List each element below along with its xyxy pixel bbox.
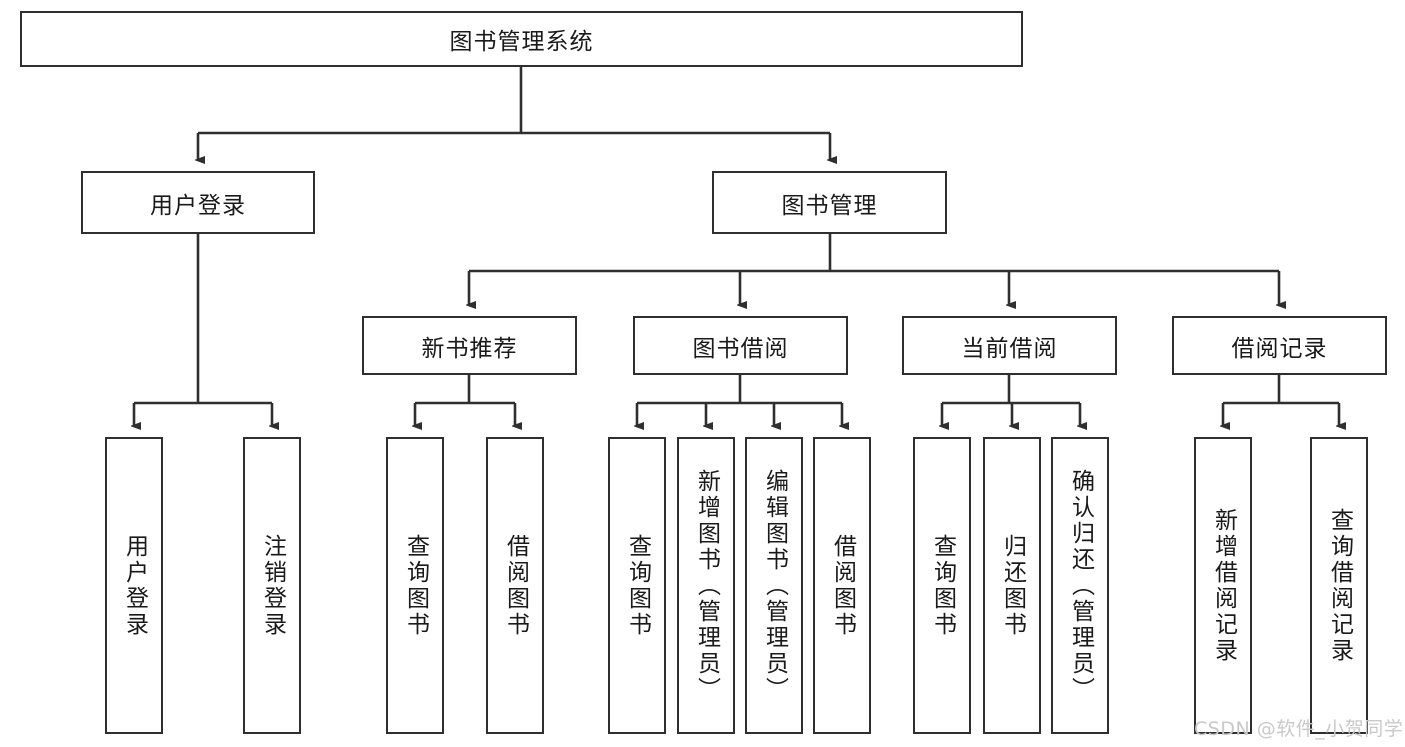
node-leaf-confirm-return-admin-label: 确认归还（管理员）	[1067, 468, 1094, 703]
node-leaf-user-login-label: 用户登录	[121, 533, 148, 638]
node-leaf-query-book-rec-label: 查询图书	[402, 533, 429, 638]
node-book-manage[interactable]: 图书管理	[712, 171, 947, 234]
node-book-manage-label: 图书管理	[781, 192, 878, 219]
node-leaf-query-book-rec[interactable]: 查询图书	[386, 437, 444, 734]
node-leaf-add-borrow-record-label: 新增借阅记录	[1210, 507, 1237, 664]
node-leaf-add-book-admin[interactable]: 新增图书（管理员）	[677, 437, 735, 734]
node-book-borrow-label: 图书借阅	[692, 335, 789, 362]
node-leaf-add-borrow-record[interactable]: 新增借阅记录	[1194, 437, 1252, 734]
node-leaf-borrow-book[interactable]: 借阅图书	[813, 437, 871, 734]
node-leaf-return-book-label: 归还图书	[999, 533, 1026, 638]
node-root[interactable]: 图书管理系统	[20, 11, 1023, 67]
node-user-login-label: 用户登录	[150, 192, 246, 219]
node-borrow-record[interactable]: 借阅记录	[1172, 316, 1387, 375]
node-book-borrow[interactable]: 图书借阅	[633, 316, 848, 375]
node-leaf-user-logout[interactable]: 注销登录	[243, 437, 301, 734]
node-current-borrow-label: 当前借阅	[961, 335, 1058, 362]
node-leaf-add-book-admin-label: 新增图书（管理员）	[693, 468, 720, 703]
node-new-book-recommend-label: 新书推荐	[421, 335, 518, 362]
node-leaf-borrow-book-label: 借阅图书	[829, 533, 856, 638]
node-leaf-borrow-book-rec-label: 借阅图书	[502, 533, 529, 638]
node-leaf-edit-book-admin[interactable]: 编辑图书（管理员）	[745, 437, 803, 734]
node-root-label: 图书管理系统	[449, 29, 594, 55]
csdn-watermark: CSDN @软件_小贺同学	[1194, 718, 1404, 740]
node-leaf-query-book-borrow[interactable]: 查询图书	[608, 437, 666, 734]
node-leaf-confirm-return-admin[interactable]: 确认归还（管理员）	[1051, 437, 1109, 734]
node-leaf-return-book[interactable]: 归还图书	[983, 437, 1041, 734]
node-leaf-edit-book-admin-label: 编辑图书（管理员）	[761, 468, 788, 703]
node-leaf-user-login[interactable]: 用户登录	[105, 437, 163, 734]
node-leaf-borrow-book-rec[interactable]: 借阅图书	[486, 437, 544, 734]
node-leaf-query-book-cur-label: 查询图书	[929, 533, 956, 638]
node-leaf-query-borrow-record-label: 查询借阅记录	[1326, 507, 1353, 664]
node-leaf-query-book-cur[interactable]: 查询图书	[913, 437, 971, 734]
node-new-book-recommend[interactable]: 新书推荐	[362, 316, 577, 375]
node-leaf-user-logout-label: 注销登录	[259, 533, 286, 638]
node-user-login[interactable]: 用户登录	[81, 171, 315, 234]
node-leaf-query-borrow-record[interactable]: 查询借阅记录	[1310, 437, 1368, 734]
node-borrow-record-label: 借阅记录	[1231, 335, 1328, 362]
node-leaf-query-book-borrow-label: 查询图书	[624, 533, 651, 638]
node-current-borrow[interactable]: 当前借阅	[902, 316, 1117, 375]
